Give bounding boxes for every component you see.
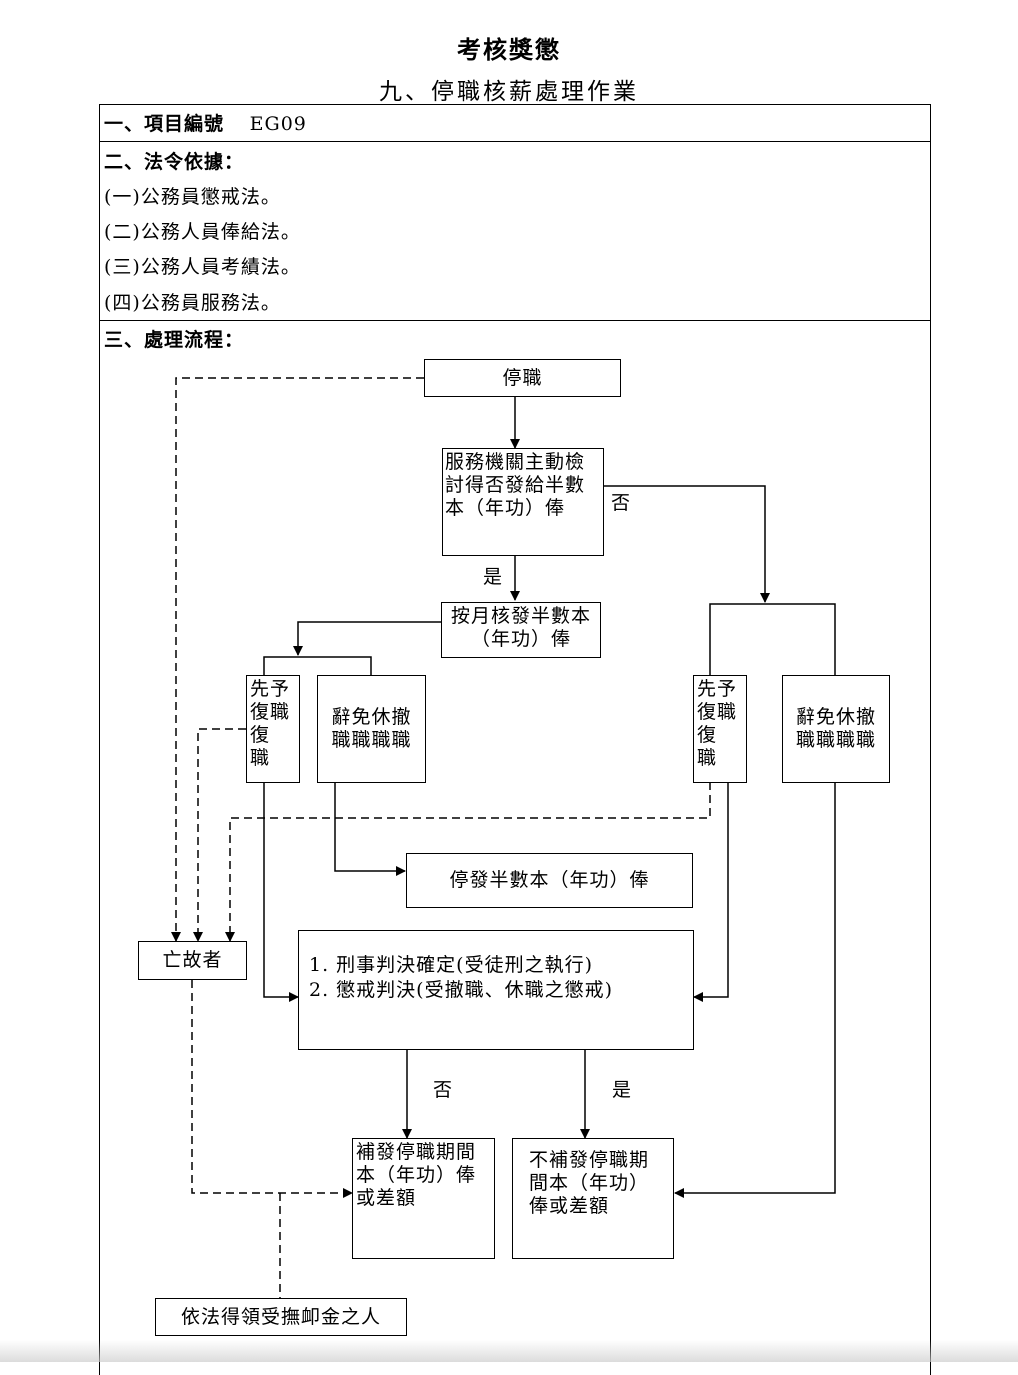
section2-label: 二、法令依據：	[104, 151, 245, 173]
pay-half-box: 按月核發半數本（年功）俸	[441, 602, 601, 658]
divider-1	[100, 141, 930, 142]
section1-label: 一、項目編號	[104, 113, 225, 135]
judgment-line-1: 1. 刑事判決確定(受徒刑之執行)	[309, 954, 593, 976]
document-frame: 一、項目編號 EG09 二、法令依據： (一)公務員懲戒法。 (二)公務人員俸給…	[99, 104, 931, 1375]
dismiss-left-box: 辭免休撤 職職職職	[317, 675, 426, 783]
reinstate-left-side: 復職	[250, 724, 271, 769]
page-bottom-shadow	[0, 1340, 1018, 1362]
dismiss-right-top: 辭免休撤	[795, 706, 876, 728]
reinstate-right-box: 先予復職 復職	[693, 675, 747, 783]
review-box: 服務機關主動檢討得否發給半數本（年功）俸	[442, 448, 604, 556]
law-item-3: (三)公務人員考績法。	[104, 256, 301, 278]
judgment-box: 1. 刑事判決確定(受徒刑之執行) 2. 懲戒判決(受撤職、休職之懲戒)	[298, 930, 694, 1050]
deceased-box: 亡故者	[138, 941, 247, 980]
dismiss-right-box: 辭免休撤 職職職職	[782, 675, 890, 783]
divider-2	[100, 320, 930, 321]
reinstate-right-text: 先予復職	[697, 678, 738, 723]
page-subtitle: 九、停職核薪處理作業	[379, 79, 639, 105]
item-code: EG09	[249, 113, 307, 135]
dismiss-left-bottom: 職職職職	[331, 729, 412, 751]
section1-row: 一、項目編號 EG09	[104, 109, 307, 136]
dismiss-right-bottom: 職職職職	[795, 729, 876, 751]
dismiss-left-top: 辭免休撤	[331, 706, 412, 728]
judgment-yes-label: 是	[612, 1079, 632, 1101]
stop-half-box: 停發半數本（年功）俸	[406, 853, 693, 908]
judgment-line-2: 2. 懲戒判決(受撤職、休職之懲戒)	[309, 979, 613, 1001]
pension-box: 依法得領受撫卹金之人	[155, 1298, 407, 1336]
law-item-4: (四)公務員服務法。	[104, 292, 281, 314]
law-item-1: (一)公務員懲戒法。	[104, 186, 281, 208]
review-no-label: 否	[611, 492, 631, 514]
suspend-box: 停職	[424, 359, 621, 397]
law-item-2: (二)公務人員俸給法。	[104, 221, 301, 243]
reinstate-left-text: 先予復職	[250, 678, 291, 723]
reinstate-right-side: 復職	[697, 724, 718, 769]
backpay-box: 補發停職期間本（年功）俸或差額	[352, 1138, 495, 1259]
page-title: 考核獎懲	[457, 35, 561, 64]
review-yes-label: 是	[483, 566, 503, 588]
no-backpay-box: 不補發停職期間本（年功）俸或差額	[512, 1138, 674, 1259]
reinstate-left-box: 先予復職 復職	[246, 675, 300, 783]
section3-label: 三、處理流程：	[104, 329, 245, 351]
judgment-no-label: 否	[433, 1079, 453, 1101]
